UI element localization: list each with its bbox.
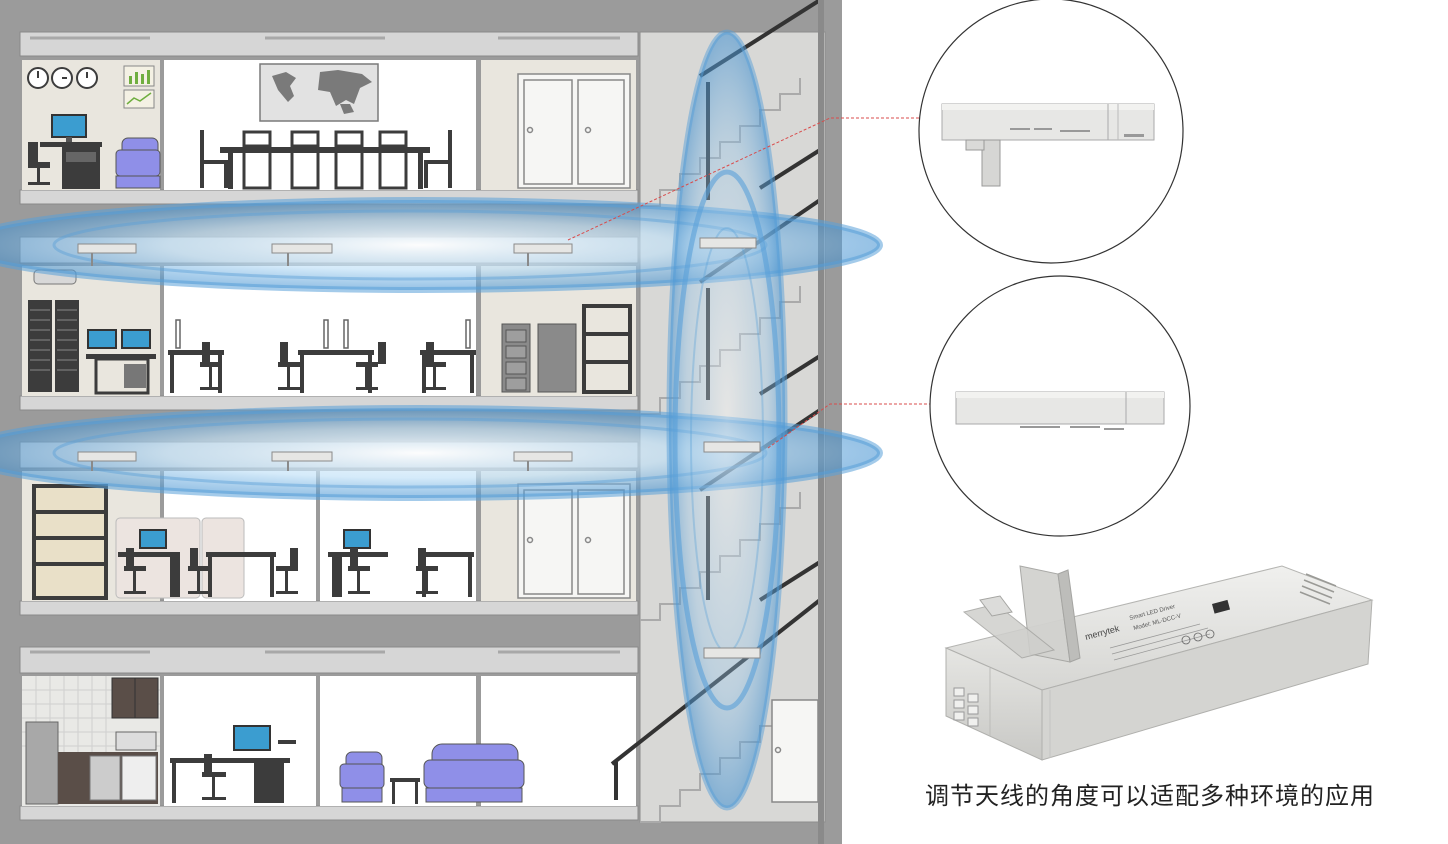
world-map-icon <box>259 63 379 122</box>
wall-clock-icon <box>27 67 98 89</box>
monitor-icon <box>233 725 271 751</box>
antenna-icon <box>965 139 1001 187</box>
bookshelf-icon <box>32 484 108 600</box>
caption-text: 调节天线的角度可以适配多种环境的应用 <box>925 782 1375 810</box>
sofa-icon <box>423 743 525 803</box>
callout-lines <box>567 117 940 449</box>
door-icon <box>517 483 631 599</box>
led-driver-device-icon: merrytek Smart LED Driver Model: ML-DCC-… <box>944 565 1374 761</box>
armchair-icon <box>115 137 161 189</box>
antenna-icon <box>962 565 1081 663</box>
wireless-signal-ellipse <box>0 29 883 811</box>
kitchen-icon <box>22 676 160 805</box>
office-chair-icon <box>28 142 50 185</box>
door-icon <box>771 699 819 803</box>
zoom-circle-antenna-flat <box>929 275 1191 537</box>
monitor-icon <box>87 329 151 349</box>
zoom-circle-antenna-up <box>918 0 1184 264</box>
server-rack-icon <box>28 300 79 392</box>
bookshelf-icon <box>582 304 632 394</box>
monitor-icon <box>51 114 87 142</box>
office-chair-icon <box>124 548 438 594</box>
armchair-icon <box>339 751 385 803</box>
led-driver-device-icon <box>77 237 761 659</box>
office-chair-icon <box>200 342 446 390</box>
filing-cabinet-icon <box>501 323 577 393</box>
door-icon <box>517 73 631 189</box>
monitor-icon <box>139 529 371 549</box>
building-cross-section-illustration <box>0 0 883 844</box>
office-chair-icon <box>202 754 226 800</box>
